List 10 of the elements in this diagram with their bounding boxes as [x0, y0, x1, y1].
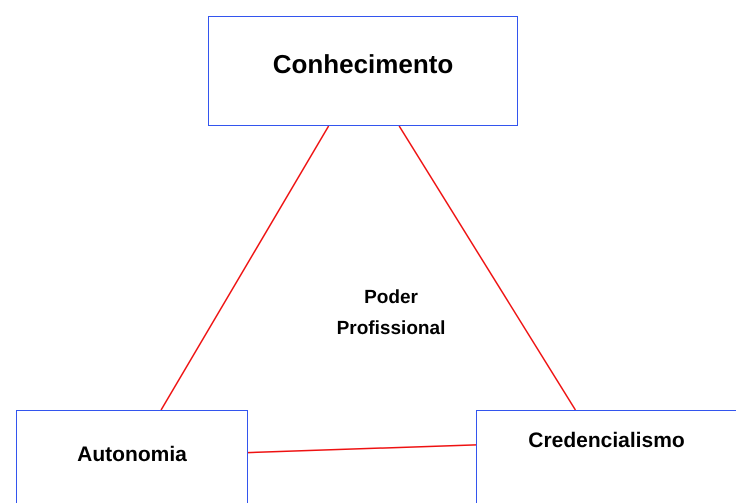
concept-label: Conhecimento	[272, 49, 454, 81]
concept-label: Credencialismo	[528, 429, 685, 454]
center-label: Poder Profissional	[336, 286, 446, 341]
concept-box	[16, 410, 248, 503]
concept-label: Autonomia	[77, 443, 187, 468]
connector-line	[398, 126, 576, 410]
connector-line	[160, 126, 330, 410]
concept-box	[476, 410, 736, 503]
connector-line	[248, 444, 476, 454]
concept-box	[208, 16, 518, 126]
